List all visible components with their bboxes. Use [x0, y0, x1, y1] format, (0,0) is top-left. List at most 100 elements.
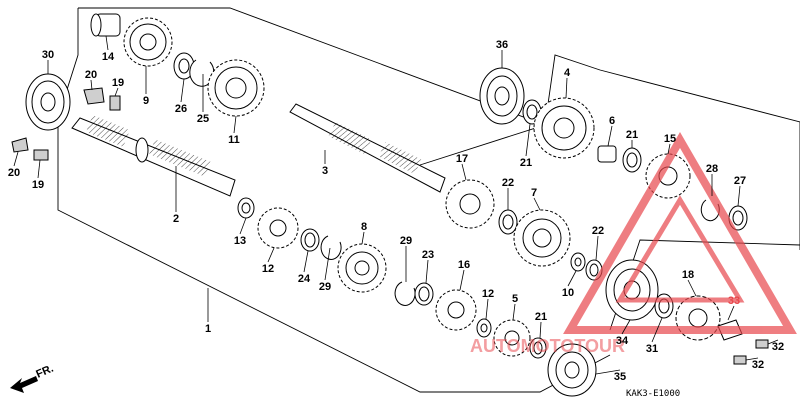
- callout-19: 19: [112, 77, 124, 89]
- bearing-30: [25, 73, 71, 131]
- leader-26: [180, 78, 185, 103]
- collar-14: [90, 13, 121, 37]
- washer-22-a: [498, 209, 518, 235]
- gear-8: [337, 243, 387, 293]
- gear-4: [533, 97, 595, 159]
- washer-21-b: [622, 147, 642, 173]
- washer-27: [728, 205, 748, 231]
- leader-32: [767, 339, 779, 345]
- leader-10: [567, 270, 577, 287]
- washer-26: [173, 52, 195, 80]
- leader-5: [512, 303, 516, 321]
- leader-17: [461, 163, 467, 181]
- callout-8: 8: [361, 221, 367, 233]
- leader-19: [114, 87, 119, 97]
- washer-23: [414, 282, 434, 306]
- callout-26: 26: [175, 103, 187, 115]
- leader-33: [727, 305, 735, 321]
- watermark-logo: AUTOMOTOTOUR: [470, 132, 797, 356]
- leader-15: [667, 143, 671, 155]
- callout-9: 9: [143, 95, 149, 107]
- leader-12: [485, 298, 489, 320]
- callout-18: 18: [682, 269, 694, 281]
- washer-21-c: [529, 337, 547, 359]
- leader-lines: [13, 35, 779, 375]
- callout-1: 1: [205, 323, 211, 335]
- drawing-code: KAK3-E1000: [626, 389, 680, 399]
- gear-17: [445, 179, 495, 229]
- direction-label: FR.: [34, 363, 55, 381]
- gear-5: [493, 319, 531, 357]
- gear-9: [123, 17, 173, 67]
- callout-36: 36: [496, 39, 508, 51]
- circlip-29-right: [394, 281, 416, 306]
- callout-22: 22: [592, 225, 604, 237]
- callout-4: 4: [564, 67, 571, 79]
- gear-7: [513, 209, 571, 267]
- callout-35: 35: [614, 371, 626, 383]
- leader-35: [595, 369, 621, 375]
- plate-20-top: [83, 87, 105, 105]
- assembly-frame: [57, 7, 800, 393]
- callout-22: 22: [502, 177, 514, 189]
- callout-3: 3: [322, 165, 328, 177]
- callout-17: 17: [456, 153, 468, 165]
- callout-33: 33: [728, 295, 740, 307]
- callout-14: 14: [102, 51, 115, 63]
- callout-6: 6: [609, 115, 615, 127]
- bearing-34: [605, 259, 659, 321]
- leader-6: [607, 125, 613, 147]
- callout-21: 21: [535, 311, 547, 323]
- leader-31: [651, 317, 663, 343]
- callout-25: 25: [197, 113, 209, 125]
- leader-22: [595, 235, 599, 261]
- gear-11: [207, 59, 265, 117]
- callout-29: 29: [400, 235, 412, 247]
- watermark-text: AUTOMOTOTOUR: [470, 336, 625, 356]
- bearing-36: [479, 67, 525, 125]
- callout-12: 12: [482, 288, 494, 300]
- callout-32: 32: [772, 341, 784, 353]
- leader-20: [13, 151, 19, 167]
- bolt-32-a: [755, 339, 769, 349]
- callout-21: 21: [626, 129, 638, 141]
- shaft-2: [71, 115, 236, 197]
- collar-12-right: [476, 318, 492, 338]
- callout-11: 11: [228, 134, 240, 146]
- leader-4: [565, 77, 568, 99]
- callout-31: 31: [646, 343, 658, 355]
- collar-10: [570, 252, 586, 272]
- plate-20-bottom: [11, 137, 29, 153]
- callout-27: 27: [734, 175, 746, 187]
- leader-16: [459, 269, 465, 291]
- leader-8: [361, 231, 365, 245]
- callout-28: 28: [706, 163, 718, 175]
- collar-6: [597, 145, 617, 163]
- shaft-3: [289, 103, 446, 193]
- leader-23: [425, 259, 429, 284]
- callout-10: 10: [562, 287, 574, 299]
- callout-23: 23: [422, 249, 434, 261]
- leader-21: [539, 321, 542, 339]
- front-direction-arrow-icon: [10, 376, 38, 393]
- leader-7: [533, 197, 541, 211]
- callout-13: 13: [234, 235, 246, 247]
- circlip-29-left: [320, 235, 342, 260]
- leader-29: [324, 247, 331, 281]
- callout-16: 16: [458, 259, 470, 271]
- collar-13: [237, 197, 255, 219]
- leader-21: [525, 123, 531, 157]
- callout-21: 21: [520, 157, 532, 169]
- leader-19: [37, 159, 41, 179]
- callout-34: 34: [616, 335, 629, 347]
- leader-27: [737, 185, 741, 207]
- leader-12: [267, 247, 275, 263]
- callout-7: 7: [531, 187, 537, 199]
- callout-15: 15: [664, 133, 676, 145]
- bolt-32-b: [733, 355, 747, 365]
- leader-18: [687, 279, 697, 297]
- callout-30: 30: [42, 49, 54, 61]
- callout-20: 20: [85, 69, 97, 81]
